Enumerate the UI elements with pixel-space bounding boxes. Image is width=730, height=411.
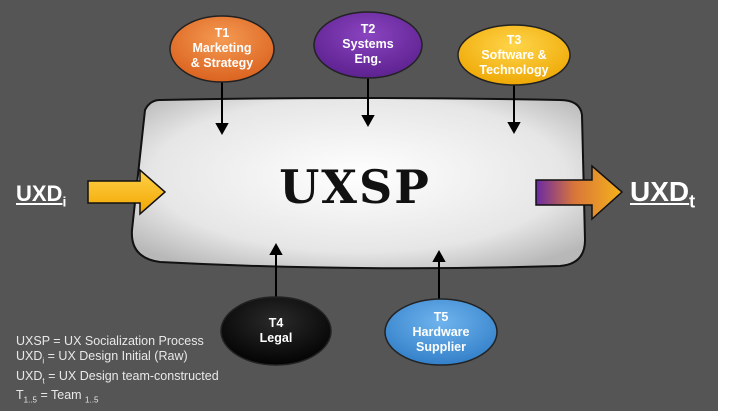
team-t2-bubble	[313, 11, 423, 79]
legend-team-sub: 1..5	[23, 395, 37, 405]
input-label-text: UXD	[16, 181, 63, 206]
output-label-text: UXD	[630, 176, 690, 207]
legend-team-mid: = Team	[36, 388, 86, 402]
legend-team-sub2: 1..5	[85, 395, 99, 405]
team-t3-bubble	[457, 24, 571, 86]
t2-arrowhead	[361, 115, 375, 128]
legend-row-uxdi: UXDi = UX Design Initial (Raw)	[16, 349, 219, 369]
legend-uxdi-sub: i	[42, 356, 45, 366]
legend-uxdt-post: = UX Design team-constructed	[44, 368, 219, 383]
legend-row-uxsp: UXSP = UX Socialization Process	[16, 334, 204, 348]
right-margin	[718, 0, 730, 411]
team-t5-label: T5 Hardware Supplier	[412, 310, 470, 354]
legend-uxdi-pre: UXD	[16, 349, 43, 363]
team-t1-bubble	[169, 15, 275, 83]
team-t2-label: T2 Systems Eng.	[342, 22, 394, 66]
legend-uxdt-sub: t	[42, 376, 45, 385]
process-box	[130, 97, 587, 270]
input-arrow	[87, 168, 167, 216]
input-label-sub: i	[62, 193, 67, 210]
legend: UXSP = UX Socialization Process UXDi = U…	[16, 334, 219, 408]
t4-arrowhead	[269, 242, 283, 255]
team-t4-bubble	[220, 296, 332, 366]
center-label: UXSP	[279, 160, 431, 214]
output-label-sub: t	[689, 191, 696, 212]
team-t1-label: T1 Marketing & Strategy	[190, 26, 254, 70]
legend-uxdi-post: = UX Design Initial (Raw)	[44, 349, 188, 363]
legend-row-uxdt: UXDt = UX Design team-constructed	[16, 369, 219, 389]
output-arrow	[535, 164, 624, 221]
t3-arrowhead	[507, 122, 521, 135]
output-label: UXDt	[630, 176, 695, 213]
legend-uxdt-pre: UXD	[16, 368, 43, 383]
t1-arrowhead	[215, 123, 229, 136]
team-t4-label: T4 Legal	[259, 316, 293, 345]
legend-row-team: T1..5 = Team 1..5	[16, 388, 219, 408]
team-t3-label: T3 Software & Technology	[479, 33, 549, 77]
legend-team-pre: T	[16, 388, 24, 402]
team-t5-bubble	[384, 298, 498, 366]
t5-arrowhead	[432, 249, 446, 262]
input-label: UXDi	[16, 181, 66, 209]
